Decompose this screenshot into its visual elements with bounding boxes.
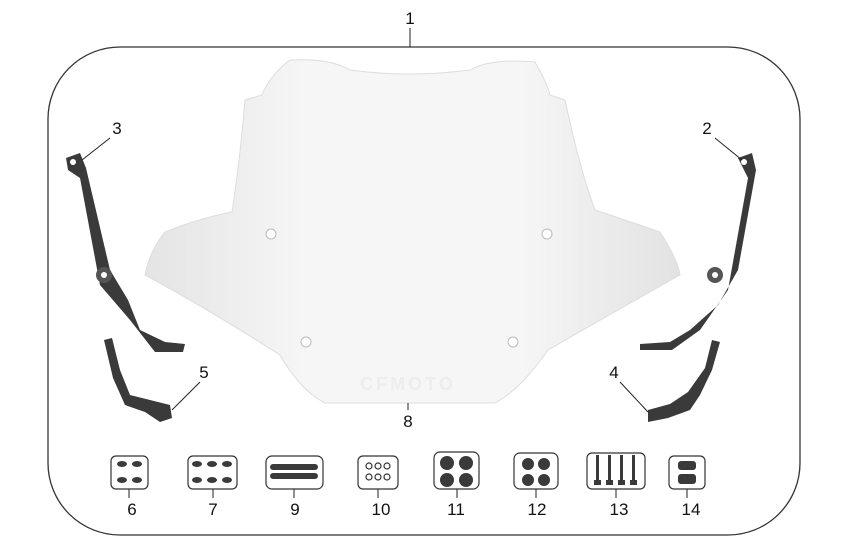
callout-9: 9 <box>290 500 299 519</box>
right-bracket-part <box>640 153 756 350</box>
callout-labels: 1 2 3 4 5 6 7 8 9 10 11 12 13 14 <box>112 9 711 519</box>
right-lower-bracket-part <box>648 340 720 422</box>
callout-11: 11 <box>447 500 465 519</box>
windscreen-part: CFMOTO <box>144 59 681 404</box>
part-13-bolts <box>586 452 646 490</box>
left-bracket-part <box>66 153 185 352</box>
kit-frame <box>47 46 801 536</box>
callout-1: 1 <box>405 9 414 28</box>
part-10-washers <box>357 455 399 490</box>
part-11-grommets <box>433 451 480 490</box>
callout-13: 13 <box>610 500 629 519</box>
callout-6: 6 <box>127 500 136 519</box>
callout-7: 7 <box>208 500 217 519</box>
part-14-clips <box>668 455 706 490</box>
callout-4: 4 <box>609 363 618 382</box>
part-6-screws <box>110 455 149 490</box>
callout-8: 8 <box>403 412 412 431</box>
part-9-nuts <box>265 455 324 490</box>
callout-12: 12 <box>528 500 547 519</box>
windscreen-logo: CFMOTO <box>360 374 456 394</box>
callout-2: 2 <box>702 119 711 138</box>
callout-3: 3 <box>112 119 121 138</box>
callout-14: 14 <box>682 500 701 519</box>
leader-lines <box>81 28 743 498</box>
left-lower-bracket-part <box>104 338 172 422</box>
callout-10: 10 <box>372 500 391 519</box>
callout-5: 5 <box>199 363 208 382</box>
part-12-grommets <box>513 452 559 490</box>
part-7-screws <box>187 455 238 490</box>
